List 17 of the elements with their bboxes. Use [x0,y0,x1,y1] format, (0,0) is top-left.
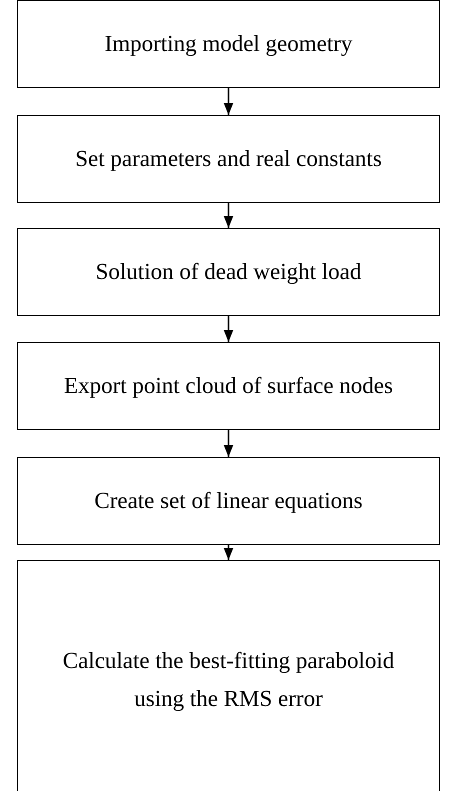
step-text: Export point cloud of surface nodes [64,372,393,400]
process-box [17,457,440,545]
arrow [224,88,234,115]
step-text: Create set of linear equations [94,487,363,515]
step-text: Importing model geometry [104,30,352,58]
process-box [17,560,440,791]
process-box [17,342,440,430]
arrow [224,430,234,457]
arrow [224,203,234,228]
process-box [17,0,440,88]
arrow [224,545,234,560]
step-text: Set parameters and real constants [75,145,382,173]
process-box [17,115,440,203]
process-box [17,228,440,316]
step-text: Solution of dead weight load [96,258,362,286]
step-text: Calculate the best-fitting paraboloid using the RMS error [62,647,396,713]
arrow [224,316,234,342]
